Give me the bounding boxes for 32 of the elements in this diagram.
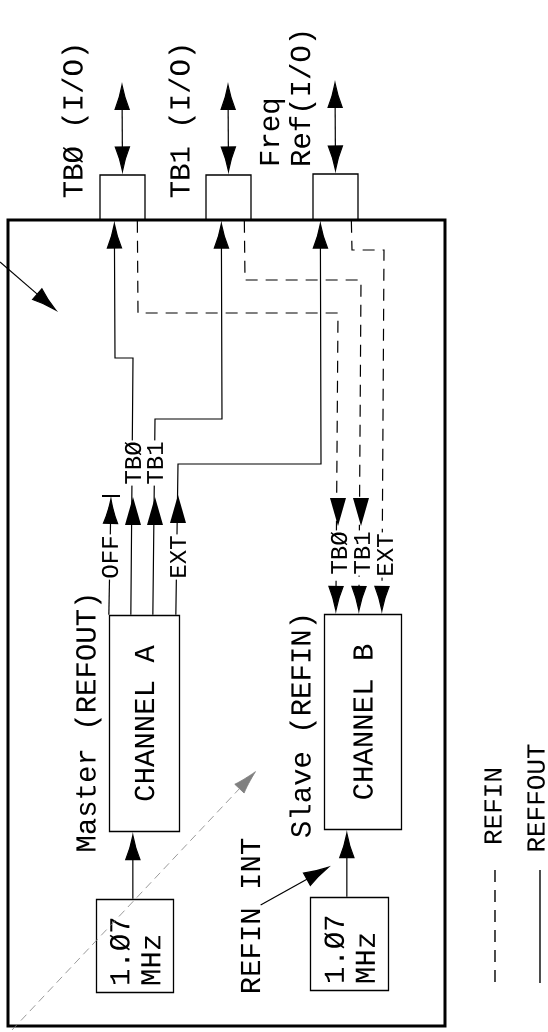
arrow bbox=[260, 866, 329, 906]
annotation-label: REFIN INT bbox=[240, 838, 261, 992]
port-label: Slave (REFIN) bbox=[289, 616, 317, 837]
oscillator-box: 1.Ø7 MHz bbox=[309, 896, 390, 992]
edge-label: OFF bbox=[100, 534, 120, 580]
port-box bbox=[312, 173, 359, 221]
oscillator-box: 1.Ø7 MHz bbox=[95, 898, 175, 994]
channel-box: CHANNEL B bbox=[323, 613, 403, 831]
arrow bbox=[339, 832, 355, 898]
arrow bbox=[125, 834, 141, 900]
arrow bbox=[243, 220, 369, 612]
port-box bbox=[205, 174, 252, 221]
edge-label: EXT bbox=[376, 532, 394, 578]
edge-label: TBØ bbox=[123, 440, 143, 486]
port-label: TB1 (I/O) bbox=[168, 46, 196, 198]
edge-label: EXT bbox=[169, 534, 187, 580]
arrow bbox=[106, 223, 141, 616]
edge-label: TBØ bbox=[329, 530, 349, 576]
arrow bbox=[170, 223, 329, 616]
port-box bbox=[99, 174, 146, 221]
port-label: TBØ (I/O) bbox=[61, 46, 89, 198]
edge-label: TB1 bbox=[146, 440, 164, 486]
edge-label: TB1 bbox=[353, 530, 371, 576]
port-label: Freq Ref(I/O) bbox=[259, 32, 317, 165]
device-box bbox=[6, 218, 447, 1028]
arrow bbox=[147, 223, 230, 616]
legend-label: REFIN bbox=[484, 769, 502, 843]
arrow bbox=[136, 220, 346, 612]
channel-box: CHANNEL A bbox=[108, 614, 181, 833]
legend-label: REFFOUT bbox=[527, 744, 545, 851]
port-label: Master (REFOUT) bbox=[74, 596, 102, 851]
arrow bbox=[350, 220, 390, 612]
